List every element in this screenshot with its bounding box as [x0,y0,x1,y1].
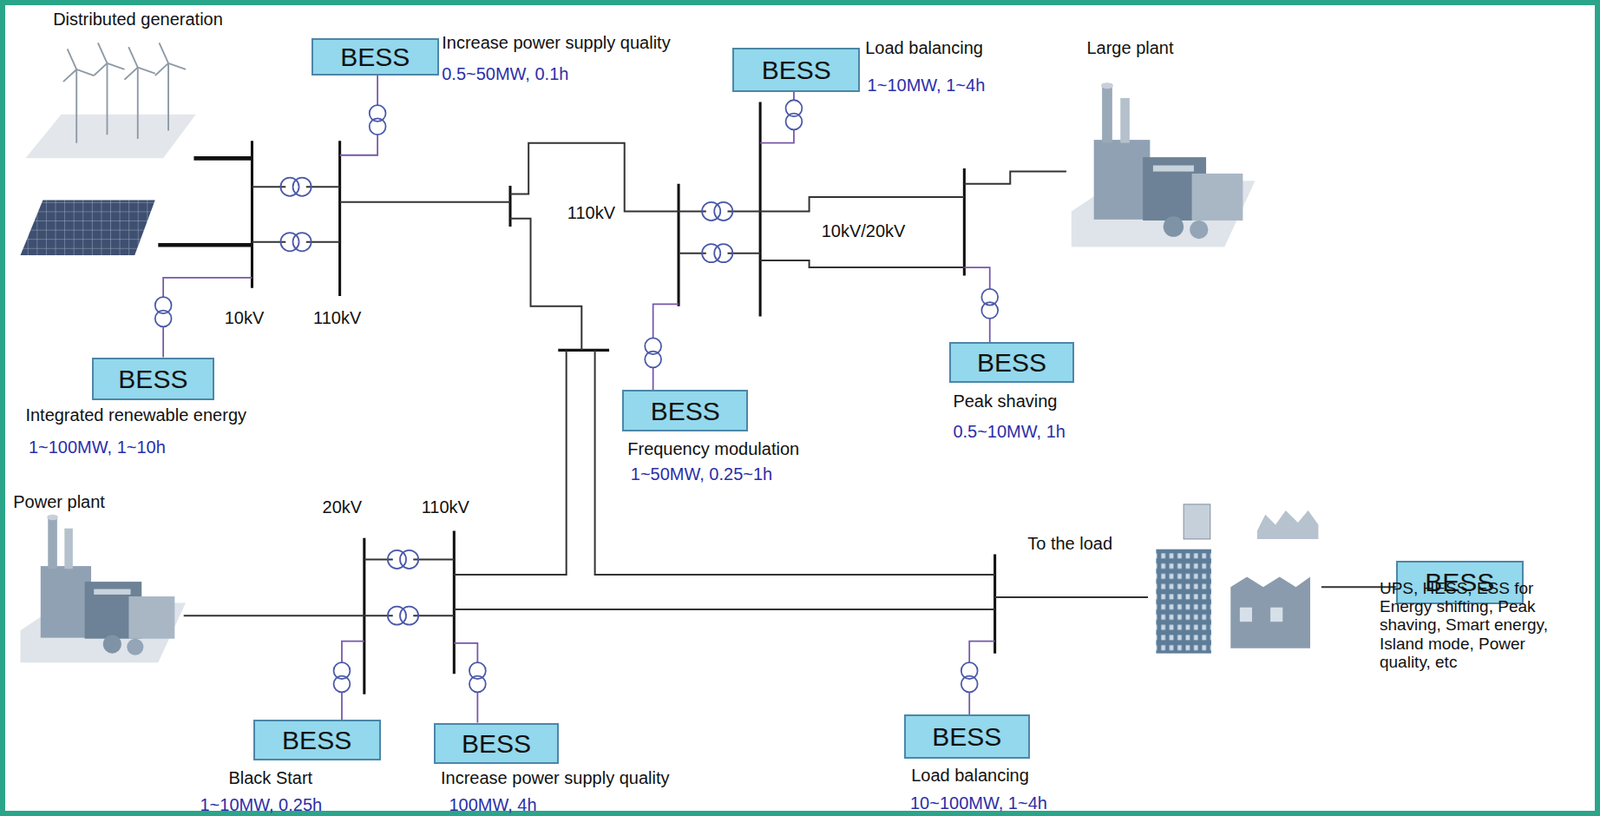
solar-panels [20,199,156,256]
bess-box: BESS [622,389,748,432]
box-label: BESS [650,396,721,426]
box-content: BESS [118,364,188,394]
text-label: 110kV [313,308,361,328]
rating-label: 0.5~10MW, 1h [952,422,1066,441]
rating-label: 100MW, 4h [448,795,537,814]
bess-box: BESS [904,714,1030,759]
box-content: BESS [461,728,532,758]
text-label: To the load [1027,534,1113,553]
box-content: BESS [281,725,352,755]
bess-box: BESS [91,357,215,400]
box-content: BESS [931,721,1002,751]
text-label: Distributed generation [52,10,223,29]
load-icon [1155,504,1319,654]
text-label: Frequency modulation [627,439,800,459]
text-label: Power plant [13,492,105,512]
box-content: BESS [340,42,410,72]
box-content: BESS [977,347,1047,377]
text-label: 110kV [421,498,470,517]
text-label: 20kV [322,498,363,517]
bess-box: BESS [732,47,860,92]
rating-label: 1~50MW, 0.25~1h [630,465,773,484]
large-plant-icon [1071,82,1256,247]
box-content: BESS [761,55,832,85]
box-label: BESS [281,725,352,755]
box-label: BESS [761,55,832,85]
rating-label: 1~10MW, 0.25h [200,795,323,814]
text-label: Load balancing [911,766,1030,785]
text-label: Load balancing [865,39,984,58]
bess-box: BESS [433,722,560,764]
text-label: Black Start [228,768,313,787]
box-label: BESS [461,728,532,758]
power-plant-icon [20,514,187,663]
text-label: Peak shaving [952,392,1057,411]
text-label: Increase power supply quality [440,768,669,787]
rating-label: 0.5~50MW, 0.1h [441,65,569,84]
bess-box: BESS [253,719,381,761]
rating-label: 1~100MW, 1~10h [28,438,166,457]
text-label: Large plant [1086,39,1174,58]
bess-box: BESS [311,38,440,76]
bess-box: BESS [949,341,1076,383]
wind-farm [25,42,196,158]
text-label: UPS, HESS, ESS for Energy shifting, Peak… [1379,578,1554,671]
text-label: 10kV [224,308,265,328]
box-label: BESS [977,347,1047,377]
text-label: 10kV/20kV [821,222,906,241]
box-label: BESS [931,721,1002,751]
box-label: BESS [340,42,410,72]
box-content: BESS [650,396,721,426]
text-label: Increase power supply quality [441,33,670,53]
text-label: 110kV [567,203,616,223]
text-label: Integrated renewable energy [25,406,247,425]
single-line-wiring [155,73,1397,723]
rating-label: 10~100MW, 1~4h [910,793,1048,813]
rating-label: 1~10MW, 1~4h [867,76,986,95]
box-label: BESS [118,364,188,394]
